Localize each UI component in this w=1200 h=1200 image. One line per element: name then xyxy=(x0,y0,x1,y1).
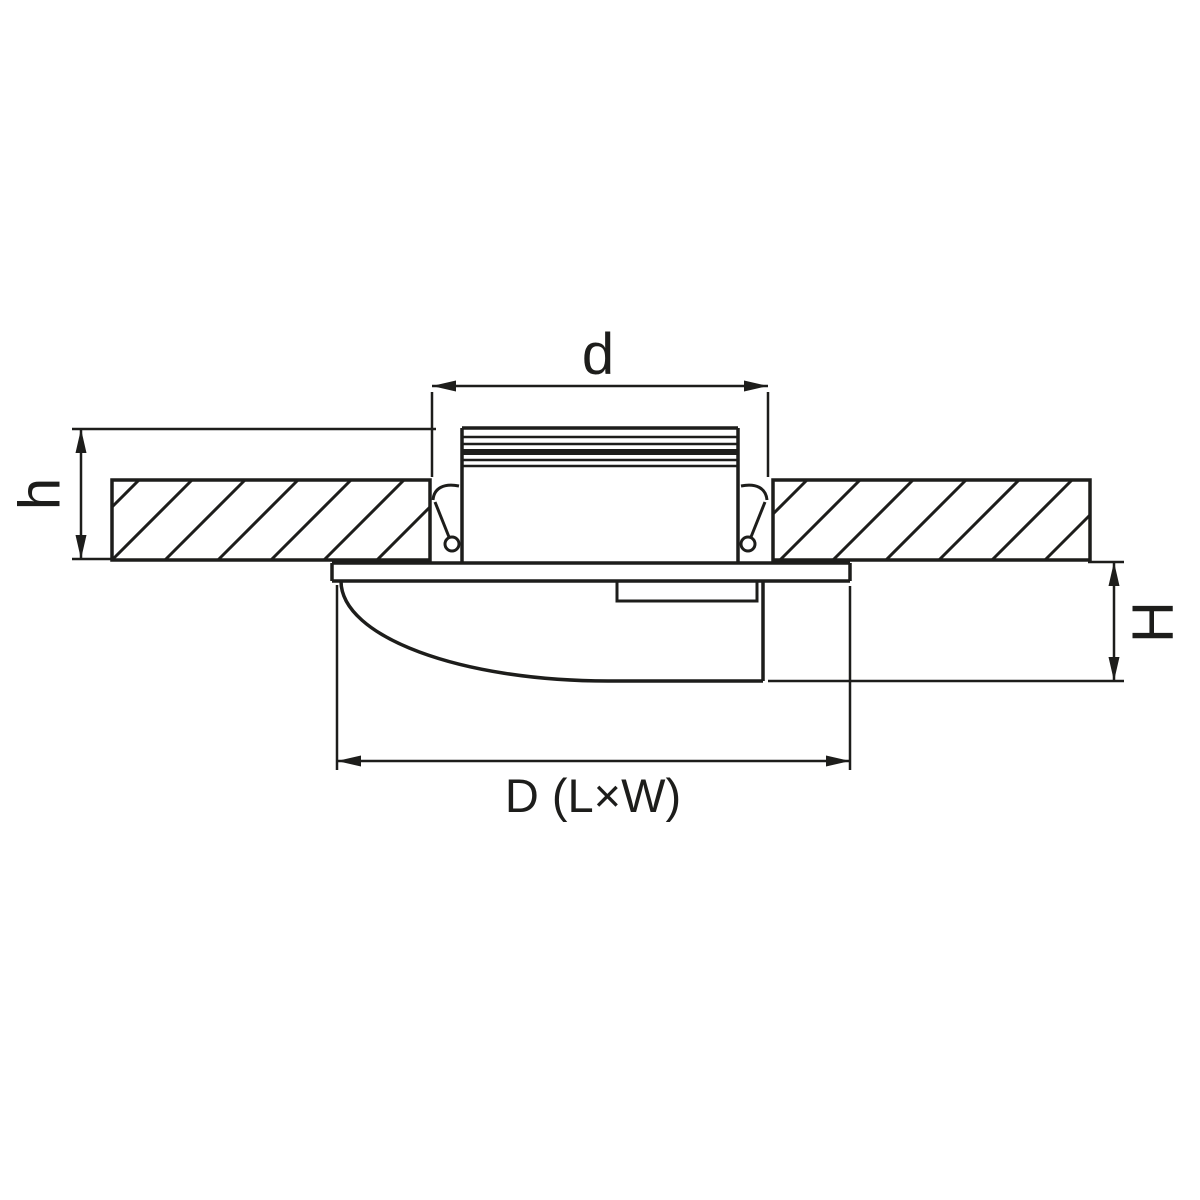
clip-coil xyxy=(739,535,757,553)
clip-coil xyxy=(443,535,461,553)
hatch-line xyxy=(375,505,432,562)
arrowhead-top xyxy=(1108,562,1120,586)
hatch-line xyxy=(269,478,353,562)
arrowhead-bottom xyxy=(1108,657,1120,681)
hatch-line xyxy=(884,478,968,562)
hatch-line xyxy=(990,478,1074,562)
lamp-housing xyxy=(339,580,765,683)
dimension-H-label: H xyxy=(1121,601,1186,643)
ceiling-panel-outline xyxy=(110,478,432,562)
clip-hook xyxy=(740,483,769,501)
fixture-heatsink xyxy=(460,426,740,562)
ceiling-panel-outline xyxy=(771,478,1092,562)
housing-step-detail xyxy=(615,581,759,603)
ceiling-section-right xyxy=(771,478,1092,562)
ceiling-section-left xyxy=(110,478,432,562)
arrowhead-top xyxy=(75,429,87,453)
dimension-h-label: h xyxy=(8,478,73,510)
hatch-line xyxy=(110,478,141,509)
arrowhead-bottom xyxy=(75,535,87,559)
hatch-line xyxy=(937,478,1021,562)
hatch-line xyxy=(216,478,300,562)
dimension-D-label: D (L×W) xyxy=(505,769,681,822)
trim-ring xyxy=(330,561,852,583)
spring-clip-right xyxy=(739,483,769,553)
arrowhead-right xyxy=(744,380,768,392)
dimension-d-label: d xyxy=(582,322,614,387)
hatch-line xyxy=(322,478,406,562)
dimension-d: d xyxy=(430,322,770,477)
dimension-H: H xyxy=(768,560,1186,683)
spring-clip-left xyxy=(431,483,461,553)
dimension-D: D (L×W) xyxy=(335,585,852,822)
hatch-line xyxy=(771,478,809,516)
housing-curved-face xyxy=(339,580,609,683)
hatch-line xyxy=(1043,513,1092,562)
arrowhead-left xyxy=(432,380,456,392)
hatch-line xyxy=(110,478,194,562)
hatch-line xyxy=(163,478,247,562)
clip-wire xyxy=(749,501,767,538)
hatch-line xyxy=(831,478,915,562)
clip-wire xyxy=(433,501,451,538)
dimension-h: h xyxy=(8,427,436,561)
arrowhead-left xyxy=(337,755,361,767)
hatch-line xyxy=(778,478,862,562)
clip-hook xyxy=(431,483,460,501)
arrowhead-right xyxy=(826,755,850,767)
